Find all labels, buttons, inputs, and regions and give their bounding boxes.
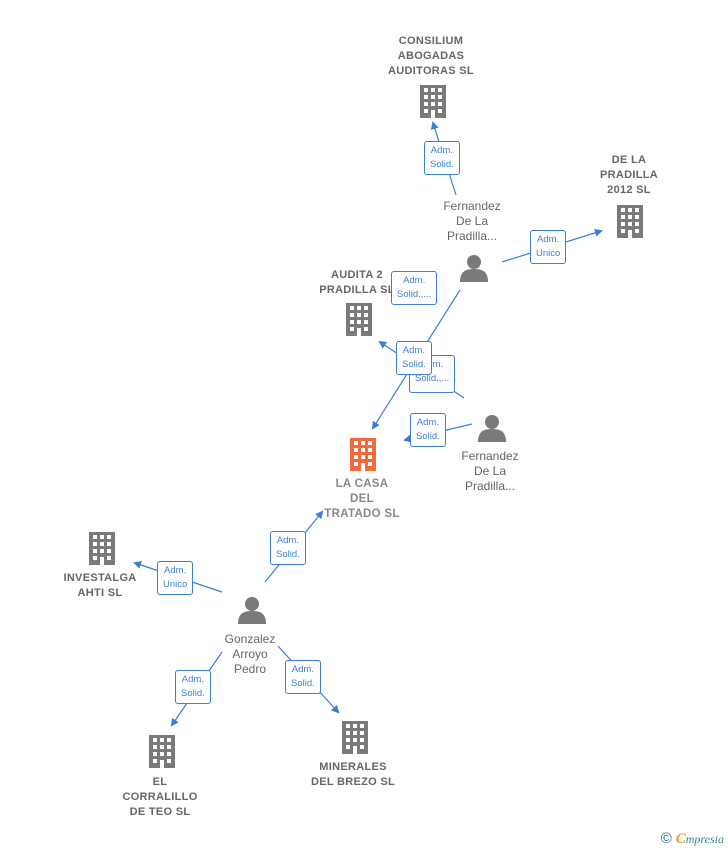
node-label-corralillo[interactable]: EL CORRALILLO DE TEO SL xyxy=(122,776,198,818)
brand-initial: C xyxy=(675,831,686,847)
building-icon-audita[interactable] xyxy=(346,303,372,336)
person-icon-fernandez2[interactable] xyxy=(478,415,506,442)
relation-box-consilium[interactable]: Adm. Solid. xyxy=(424,141,460,175)
node-label-audita[interactable]: AUDITA 2 PRADILLA SL xyxy=(319,269,395,296)
node-label-gonzalez[interactable]: Gonzalez Arroyo Pedro xyxy=(224,632,276,676)
building-icon-minerales[interactable] xyxy=(342,721,368,754)
building-icon-consilium[interactable] xyxy=(420,85,446,118)
relation-box-main[interactable]: Adm. Solid. xyxy=(396,341,432,375)
person-icon-gonzalez[interactable] xyxy=(238,597,266,624)
relation-box-audita[interactable]: Adm. Solid.,... xyxy=(391,271,438,305)
node-label-investalga[interactable]: INVESTALGA AHTI SL xyxy=(63,572,137,599)
relation-box-fernandez2-main[interactable]: Adm. Solid. xyxy=(410,413,446,447)
relation-box-main-back[interactable]: Adm. Solid.,... xyxy=(409,355,456,393)
node-label-main[interactable]: LA CASA DEL TRATADO SL xyxy=(324,478,400,520)
building-icon-corralillo[interactable] xyxy=(149,735,175,768)
relation-box-minerales[interactable]: Adm. Solid. xyxy=(285,660,321,694)
building-icon-delapradilla[interactable] xyxy=(617,205,643,238)
footer-brand[interactable]: ©Cmpresia xyxy=(661,830,724,848)
node-label-fernandez1[interactable]: Fernandez De La Pradilla... xyxy=(443,199,501,243)
node-label-delapradilla[interactable]: DE LA PRADILLA 2012 SL xyxy=(599,154,659,196)
relation-box-corralillo[interactable]: Adm. Solid. xyxy=(175,670,211,704)
relation-box-investalga[interactable]: Adm. Unico xyxy=(157,561,194,595)
relation-box-delapradilla[interactable]: Adm. Unico xyxy=(530,230,567,264)
node-label-fernandez2[interactable]: Fernandez De La Pradilla... xyxy=(461,449,519,493)
person-icon-fernandez1[interactable] xyxy=(460,255,488,282)
node-label-minerales[interactable]: MINERALES DEL BREZO SL xyxy=(310,761,396,788)
building-icon-main[interactable] xyxy=(350,438,376,471)
copyright-icon: © xyxy=(660,830,672,847)
building-icon-investalga[interactable] xyxy=(89,532,115,565)
relation-box-gonzalez-main[interactable]: Adm. Solid. xyxy=(270,531,306,565)
node-label-consilium[interactable]: CONSILIUM ABOGADAS AUDITORAS SL xyxy=(388,35,474,77)
brand-name: mpresia xyxy=(685,832,724,846)
